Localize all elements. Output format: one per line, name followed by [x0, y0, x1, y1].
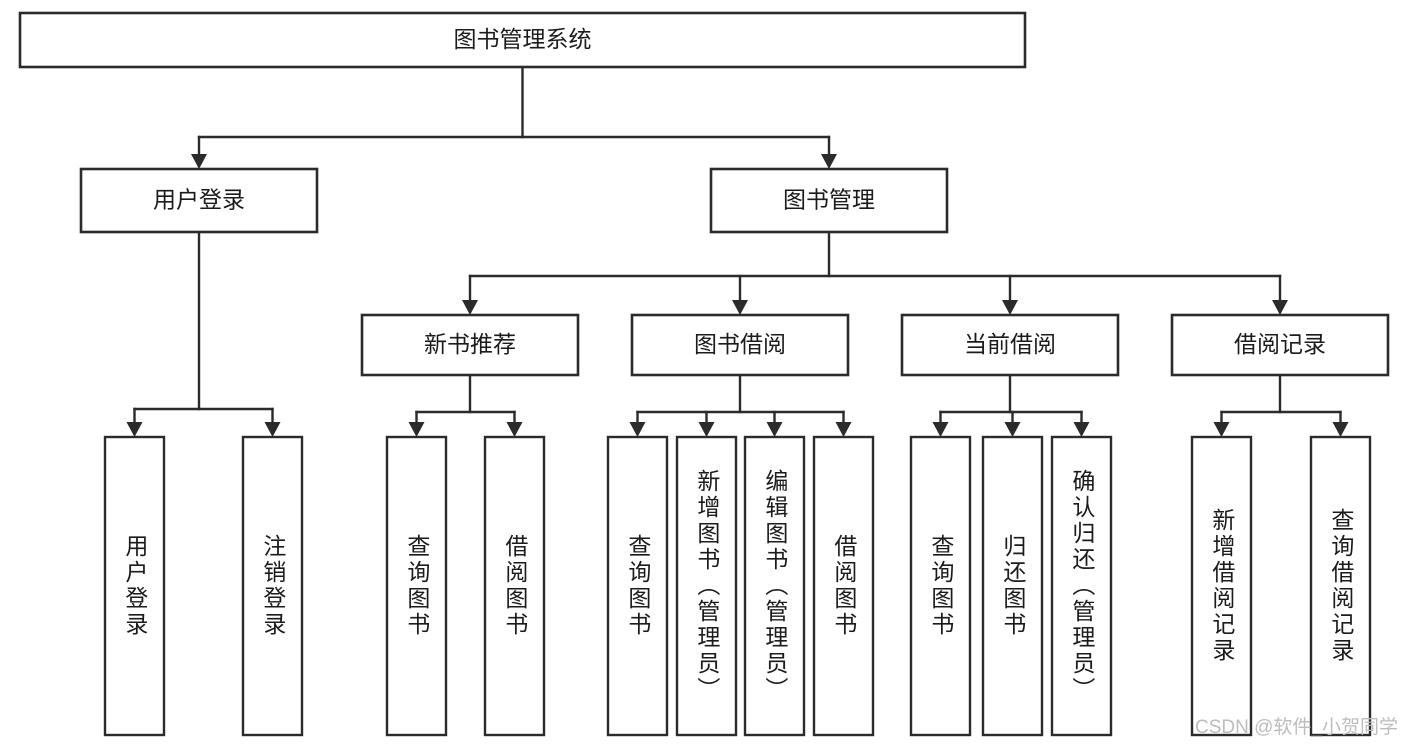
node-level2-label-0: 用户登录 — [153, 187, 245, 213]
arrow-to-leaf-0-head — [126, 422, 143, 437]
node-border — [709, 167, 949, 234]
node-leaf-4[interactable] — [606, 435, 669, 737]
node-leaf-8[interactable] — [909, 435, 972, 737]
node-leaf-9[interactable] — [981, 435, 1044, 737]
node-level3-label-0: 新书推荐 — [424, 331, 516, 357]
node-root-label: 图书管理系统 — [454, 26, 592, 52]
node-root[interactable]: 图书管理系统 — [18, 11, 1027, 69]
node-level2-label-1: 图书管理 — [783, 187, 875, 213]
node-border — [909, 435, 972, 737]
node-level2-1[interactable]: 图书管理 — [709, 167, 949, 234]
watermark-label: CSDN @软件_小贺同学 — [1195, 716, 1398, 738]
node-border — [812, 435, 875, 737]
node-border — [1309, 435, 1372, 737]
node-border — [630, 313, 850, 377]
node-border — [385, 435, 448, 737]
node-border — [1190, 435, 1253, 737]
arrow-to-leaf-7-head — [835, 422, 852, 437]
node-leaf-7[interactable] — [812, 435, 875, 737]
arrow-to-level3-0-head — [462, 300, 478, 315]
node-border — [79, 167, 319, 234]
node-level3-0[interactable]: 新书推荐 — [360, 313, 580, 377]
node-level2-0[interactable]: 用户登录 — [79, 167, 319, 234]
node-leaf-1[interactable] — [241, 435, 304, 737]
node-border — [675, 435, 738, 737]
node-level3-2[interactable]: 当前借阅 — [900, 313, 1120, 377]
node-leaf-3[interactable] — [483, 435, 546, 737]
arrow-to-leaf-11-head — [1213, 422, 1230, 437]
node-level3-label-2: 当前借阅 — [964, 331, 1056, 357]
arrow-to-level3-1-head — [732, 300, 748, 315]
node-border — [241, 435, 304, 737]
node-border — [900, 313, 1120, 377]
node-leaf-12[interactable] — [1309, 435, 1372, 737]
node-border — [743, 435, 806, 737]
node-level3-1[interactable]: 图书借阅 — [630, 313, 850, 377]
node-border — [103, 435, 166, 737]
arrow-to-leaf-2-head — [408, 422, 425, 437]
arrow-to-level3-3-head — [1272, 300, 1288, 315]
arrow-to-level2-1-head — [821, 154, 837, 169]
arrow-to-leaf-9-head — [1004, 422, 1021, 437]
node-border — [606, 435, 669, 737]
node-leaf-5[interactable] — [675, 435, 738, 737]
arrow-to-leaf-4-head — [629, 422, 646, 437]
node-leaf-0[interactable] — [103, 435, 166, 737]
node-border — [360, 313, 580, 377]
arrow-to-leaf-8-head — [932, 422, 949, 437]
connector-lines — [126, 65, 1349, 437]
node-border — [981, 435, 1044, 737]
node-level3-label-3: 借阅记录 — [1234, 331, 1326, 357]
node-level3-3[interactable]: 借阅记录 — [1170, 313, 1390, 377]
node-border — [483, 435, 546, 737]
arrow-to-leaf-10-head — [1073, 422, 1090, 437]
node-leaf-6[interactable] — [743, 435, 806, 737]
node-leaf-11[interactable] — [1190, 435, 1253, 737]
arrow-to-level2-0-head — [191, 154, 207, 169]
node-leaf-2[interactable] — [385, 435, 448, 737]
arrow-to-leaf-5-head — [698, 422, 715, 437]
node-level3-label-1: 图书借阅 — [694, 331, 786, 357]
arrow-to-leaf-1-head — [264, 422, 281, 437]
node-border — [18, 11, 1027, 69]
node-border — [1170, 313, 1390, 377]
arrow-to-level3-2-head — [1002, 300, 1018, 315]
arrow-to-leaf-6-head — [766, 422, 783, 437]
node-border — [1050, 435, 1113, 737]
node-leaf-10[interactable] — [1050, 435, 1113, 737]
arrow-to-leaf-3-head — [506, 422, 523, 437]
arrow-to-leaf-12-head — [1332, 422, 1349, 437]
